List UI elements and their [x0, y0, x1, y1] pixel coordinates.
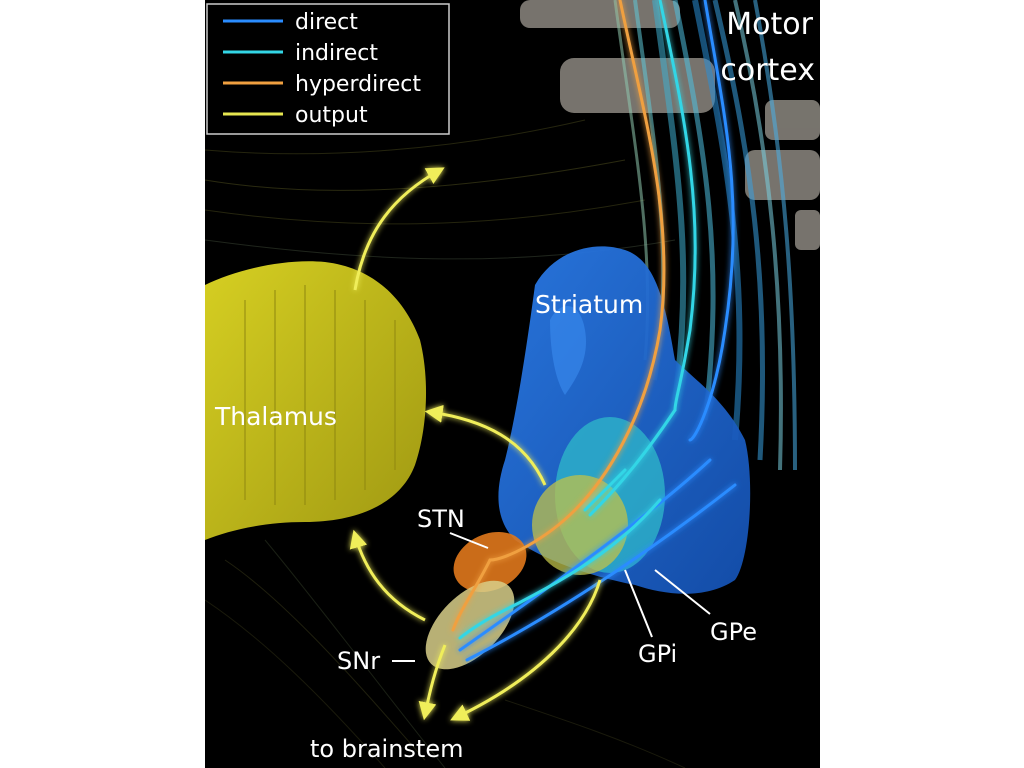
- output-arrow-snr-to-brainstem: [418, 644, 447, 721]
- thalamus-texture: [244, 285, 396, 505]
- label-motor-cortex-line2: cortex: [720, 53, 815, 88]
- hyperdirect-pathway-2: [451, 558, 492, 632]
- label-stn: STN: [417, 505, 465, 533]
- output-arrow-to-cortex: [353, 167, 445, 291]
- legend-label-hyperdirect: hyperdirect: [295, 72, 421, 97]
- label-to-brainstem: to brainstem: [310, 735, 463, 763]
- legend-item-hyperdirect: hyperdirect: [223, 72, 421, 97]
- indirect-pathway-1: [658, 0, 697, 412]
- legend-label-indirect: indirect: [295, 41, 378, 66]
- label-gpi: GPi: [638, 640, 677, 668]
- indirect-pathway-3: [458, 498, 662, 640]
- background-fibres: [205, 119, 686, 768]
- snr-shape: [425, 580, 515, 670]
- output-arrow-gpi-to-brainstem: [450, 579, 602, 721]
- legend-item-indirect: indirect: [223, 41, 378, 66]
- legend: direct indirect hyperdirect output: [206, 3, 450, 135]
- brain-render: Motor cortex Striatum Thalamus STN SNr G…: [205, 0, 820, 768]
- output-arrow-gpi-to-thalamus: [424, 404, 547, 486]
- basal-ganglia-figure: Motor cortex Striatum Thalamus STN SNr G…: [205, 0, 820, 768]
- thalamus-shape: [205, 261, 427, 540]
- legend-item-direct: direct: [223, 10, 358, 35]
- hyperdirect-pathway: [488, 0, 666, 562]
- legend-label-output: output: [295, 103, 368, 128]
- label-thalamus: Thalamus: [214, 402, 337, 431]
- indirect-pathway-4: [583, 468, 627, 512]
- legend-item-output: output: [223, 103, 368, 128]
- indirect-pathway-2: [588, 408, 677, 517]
- direct-pathway-1: [688, 0, 735, 442]
- output-arrows: [349, 167, 602, 721]
- direct-pathway-3: [465, 483, 737, 662]
- direct-pathway-2: [458, 458, 712, 652]
- label-gpe: GPe: [710, 618, 757, 646]
- label-motor-cortex-line1: Motor: [726, 7, 813, 42]
- striatum-highlight: [550, 306, 586, 395]
- label-snr: SNr: [337, 647, 380, 675]
- pathways: [451, 0, 737, 662]
- leader-lines: [392, 532, 711, 662]
- output-arrow-snr-to-thalamus: [349, 529, 426, 622]
- legend-label-direct: direct: [295, 10, 358, 35]
- label-striatum: Striatum: [535, 290, 643, 319]
